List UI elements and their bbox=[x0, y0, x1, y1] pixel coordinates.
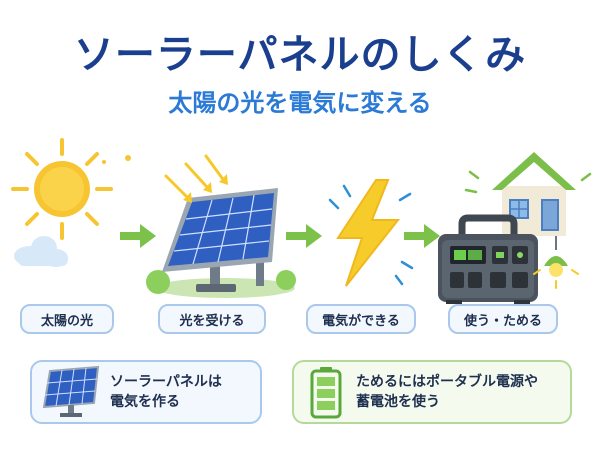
page-title: ソーラーパネルのしくみ bbox=[73, 32, 527, 78]
cloud-icon bbox=[14, 236, 68, 267]
info-card-storage: ためるにはポータブル電源や 蓄電池を使う bbox=[292, 360, 572, 424]
arrow-right-icon bbox=[120, 224, 156, 248]
house-icon bbox=[464, 152, 592, 236]
step-label-electricity-made: 電気ができる bbox=[306, 304, 416, 334]
portable-power-station-icon bbox=[438, 214, 538, 304]
step-label-sunlight: 太陽の光 bbox=[20, 304, 114, 334]
step-label-receive-light: 光を受ける bbox=[158, 304, 266, 334]
card-text-line: ソーラーパネルは bbox=[110, 374, 222, 390]
sparkle-icon bbox=[102, 155, 131, 164]
lightning-icon bbox=[328, 179, 414, 287]
arrow-right-icon bbox=[404, 224, 440, 248]
card-text-line: 電気を作る bbox=[110, 394, 180, 410]
light-bulb-icon bbox=[533, 236, 579, 289]
arrow-right-icon bbox=[286, 224, 322, 248]
card-text-line: 蓄電池を使う bbox=[356, 394, 440, 410]
info-card-panel: ソーラーパネルは 電気を作る bbox=[30, 360, 262, 424]
step-label-use-store: 使う・ためる bbox=[448, 304, 558, 334]
card-text-line: ためるにはポータブル電源や bbox=[356, 374, 538, 390]
solar-panel-icon bbox=[146, 154, 296, 298]
solar-panel-icon bbox=[42, 365, 100, 417]
page-subtitle: 太陽の光を電気に変える bbox=[168, 89, 432, 117]
sun-icon bbox=[11, 138, 113, 240]
battery-icon bbox=[310, 367, 342, 419]
